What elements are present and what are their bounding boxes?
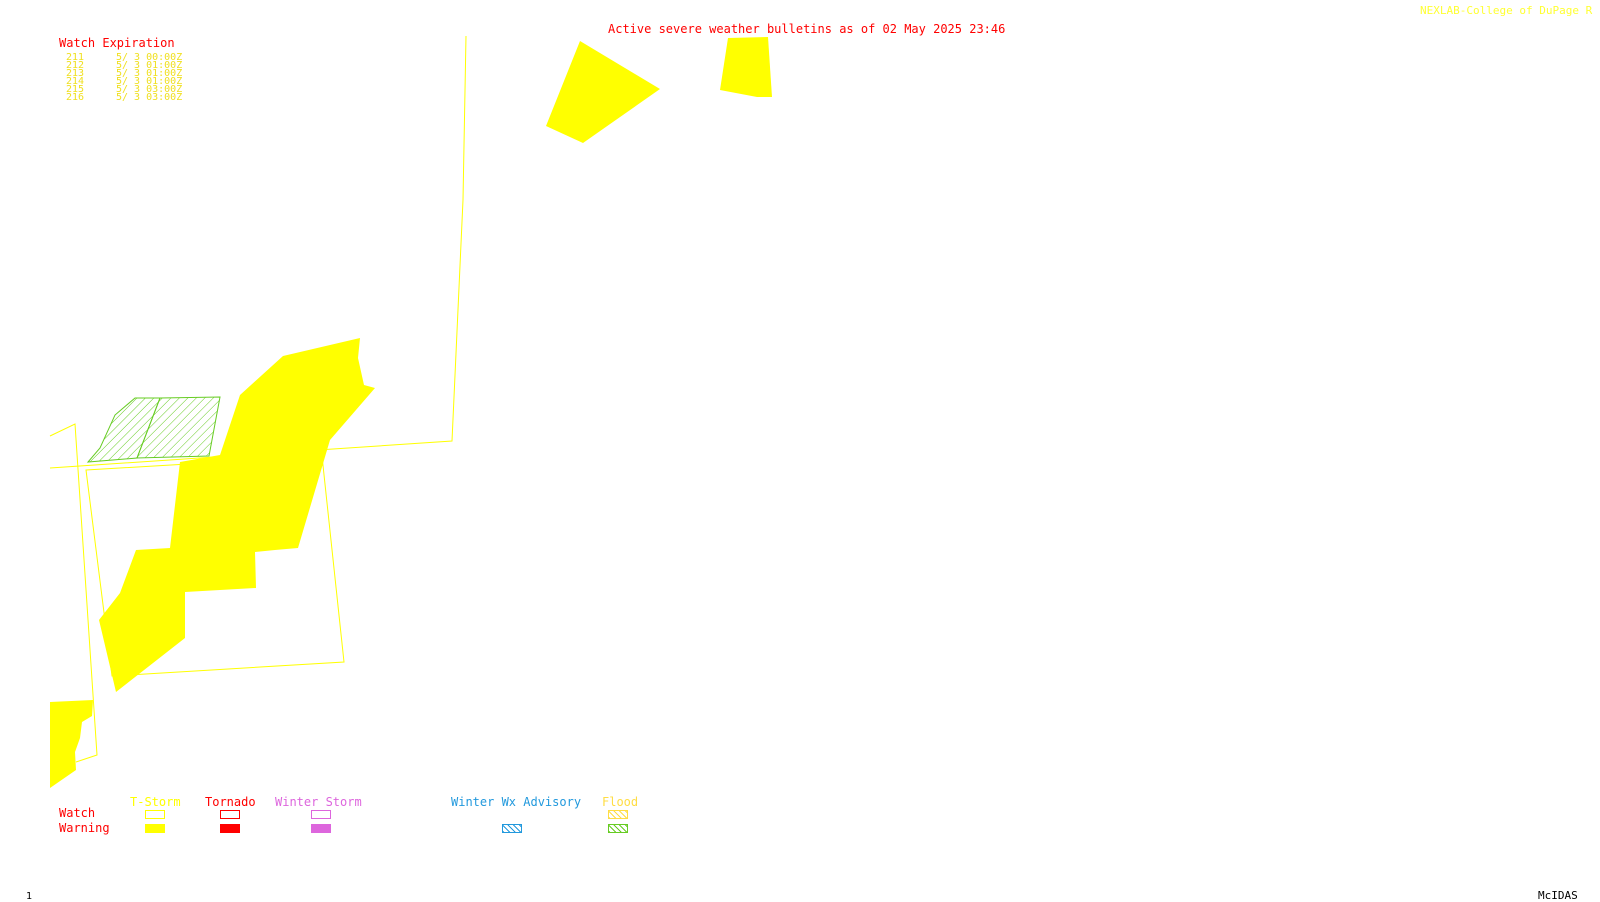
tstorm-warning-polygon-southwest xyxy=(50,700,93,788)
software-label: McIDAS xyxy=(1538,889,1578,902)
flood-warning-polygon-east xyxy=(136,396,221,459)
watch-expiration-list: 211 5/ 3 00:00Z 212 5/ 3 01:00Z 213 5/ 3 01… xyxy=(66,52,183,103)
legend-header-winter-storm: Winter Storm xyxy=(275,795,362,809)
watch-id: 214 xyxy=(66,76,85,87)
legend-header-tornado: Tornado xyxy=(205,795,256,809)
swatch-winter-storm-warning xyxy=(311,824,331,833)
swatch-tstorm-warning xyxy=(145,824,165,833)
watch-expiration-title: Watch Expiration xyxy=(59,36,175,50)
legend-header-flood: Flood xyxy=(602,795,639,809)
legend-row-watch: Watch xyxy=(59,806,96,820)
watch-id: 213 xyxy=(66,68,85,79)
watch-row: 213 5/ 3 01:00Z xyxy=(66,68,183,79)
swatch-tornado-warning xyxy=(220,824,240,833)
tstorm-warning-polygon-main xyxy=(99,338,375,692)
swatch-tstorm-watch xyxy=(145,810,165,819)
bulletin-title: Active severe weather bulletins as of 02… xyxy=(608,22,1006,36)
tstorm-warning-polygon-north-2 xyxy=(720,37,772,97)
watch-id: 212 xyxy=(66,60,85,71)
watch-expires: 5/ 3 03:00Z xyxy=(116,92,183,103)
watch-row: 214 5/ 3 01:00Z xyxy=(66,76,183,87)
swatch-flood-warning xyxy=(608,824,628,833)
watch-expires: 5/ 3 01:00Z xyxy=(116,60,183,71)
legend-row-warning: Warning xyxy=(59,821,110,835)
watch-expires: 5/ 3 01:00Z xyxy=(116,68,183,79)
watch-expires: 5/ 3 03:00Z xyxy=(116,84,183,95)
legend-header-tstorm: T-Storm xyxy=(130,795,181,809)
frame-number: 1 xyxy=(26,891,33,902)
swatch-flood-watch xyxy=(608,810,628,819)
watch-expires: 5/ 3 00:00Z xyxy=(116,52,183,63)
watch-row: 211 5/ 3 00:00Z xyxy=(66,52,183,63)
watch-row: 216 5/ 3 03:00Z xyxy=(66,92,183,103)
watch-row: 215 5/ 3 03:00Z xyxy=(66,84,183,95)
credit-label: NEXLAB-College of DuPage R xyxy=(1420,4,1593,17)
tstorm-watch-outline-west xyxy=(49,423,98,763)
watch-id: 215 xyxy=(66,84,85,95)
watch-id: 211 xyxy=(66,52,85,63)
watch-expires: 5/ 3 01:00Z xyxy=(116,76,183,87)
tstorm-warning-polygon-north-1 xyxy=(546,41,660,143)
swatch-winter-storm-watch xyxy=(311,810,331,819)
legend-header-winter-advisory: Winter Wx Advisory xyxy=(451,795,582,809)
watch-row: 212 5/ 3 01:00Z xyxy=(66,60,183,71)
swatch-winter-advisory-warning xyxy=(502,824,522,833)
watch-id: 216 xyxy=(66,92,85,103)
swatch-tornado-watch xyxy=(220,810,240,819)
